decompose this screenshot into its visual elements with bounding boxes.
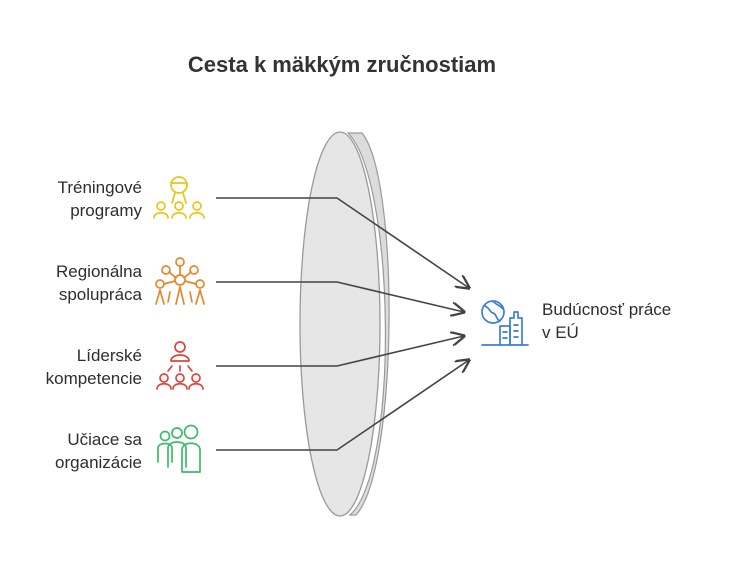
connectors — [216, 197, 469, 451]
learning-people-icon — [157, 424, 201, 473]
connector-1 — [216, 197, 469, 288]
globe-city-icon — [481, 300, 529, 346]
lens — [299, 131, 390, 517]
leader-team-icon — [156, 341, 204, 390]
trainer-group-icon — [153, 176, 205, 219]
network-people-icon — [155, 257, 205, 305]
connector-2 — [216, 281, 464, 312]
lens-face — [299, 131, 381, 517]
connector-3 — [216, 336, 464, 367]
diagram-title: Cesta k mäkkým zručnostiam — [187, 52, 497, 77]
connector-4 — [216, 360, 469, 451]
